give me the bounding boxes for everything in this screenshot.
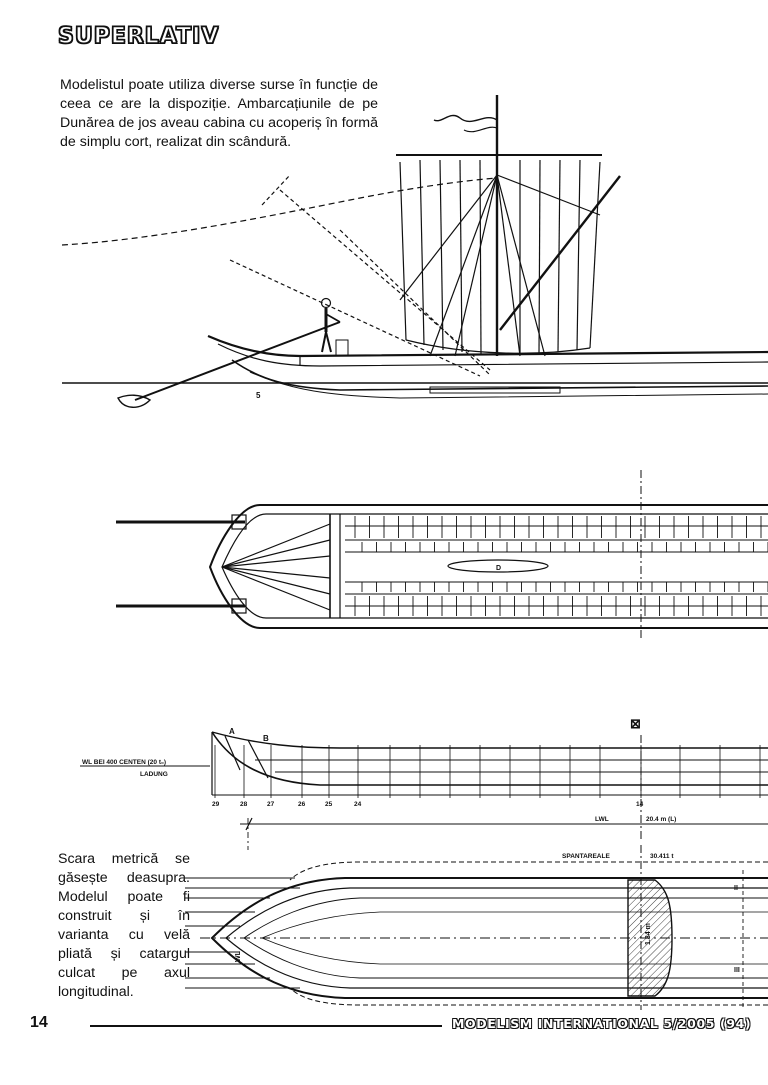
station-mark: III (734, 967, 740, 974)
side-elevation: 5 (61, 95, 768, 408)
wl-label-line1: WL BEI 400 CENTEN (20 t₀) (82, 759, 166, 766)
page-number: 14 (30, 1014, 48, 1031)
wl-small-label: WL (235, 950, 242, 962)
midship-symbol: ⊠ (630, 716, 641, 731)
journal-footer: MODELISM INTERNATIONAL 5/2005 (94) (452, 1016, 752, 1031)
half-breadth-plan: SPANTAREALE 30.411 t II III 1.84 m WL (185, 845, 768, 1010)
point-b-label: B (263, 734, 269, 743)
station-label: 28 (240, 801, 248, 808)
beam-value: 1.84 m (645, 923, 652, 945)
profile-stations (214, 745, 761, 798)
section-title: SUPERLATIV (57, 23, 220, 49)
station-label: 29 (212, 801, 220, 808)
wl-label-line2: LADUNG (140, 771, 168, 778)
lines-profile: ⊠ A B WL BEI 400 CENTEN (20 t₀) LADUNG 2… (80, 716, 768, 850)
station-mark: II (734, 885, 738, 892)
station-label: 26 (298, 801, 306, 808)
intro-paragraph: Modelistul poate utiliza diverse surse î… (60, 77, 378, 150)
station-label: 25 (325, 801, 333, 808)
station-label: 24 (354, 801, 362, 808)
point-a-label: A (229, 727, 235, 736)
deck-mark-label: D (496, 565, 501, 572)
lwl-value: 20.4 m (L) (646, 816, 676, 823)
oarsman-figure (320, 297, 349, 357)
station-label: 27 (267, 801, 275, 808)
station-label: 14 (636, 801, 644, 808)
deck-frame-grid (345, 516, 768, 616)
spantareale-value: 30.411 t (650, 853, 674, 860)
lwl-label: LWL (595, 816, 609, 823)
scale-note-paragraph: Scara metrică se găsește deasupra. Model… (58, 851, 190, 1000)
spantareale-label: SPANTAREALE (562, 853, 610, 860)
square-sail (396, 154, 602, 355)
hull-mark-label: 5 (256, 391, 261, 400)
footer-divider (90, 1025, 442, 1027)
deck-plan: D (116, 470, 768, 640)
